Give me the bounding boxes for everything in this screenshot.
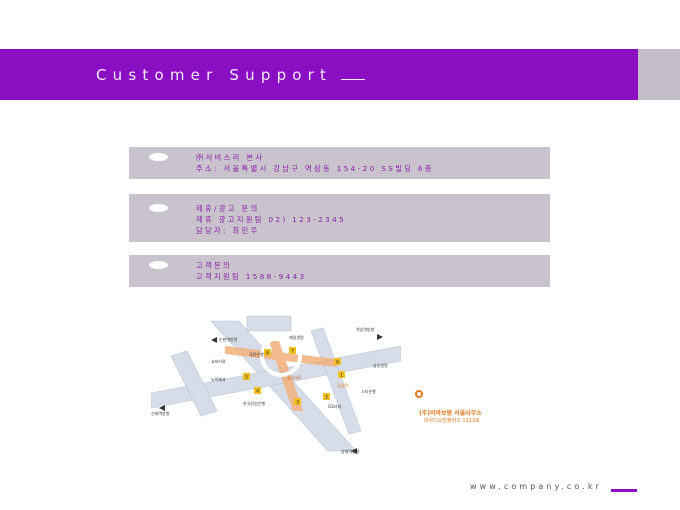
office-name-label: (주)비바보람 서울사무소 — [419, 410, 482, 417]
direction-arrows — [159, 334, 383, 454]
page-title: Customer Support — [96, 66, 333, 84]
map-label-landmark-6: GS타워 — [328, 403, 341, 409]
road-north-block — [246, 315, 292, 332]
map-label-landmark-7: 시티은행 — [361, 388, 376, 394]
map-marker-2 — [323, 393, 330, 400]
map-svg: 1 2 3 4 5 6 7 8 논현역방향 역삼역방향 신대역방향 양재역방향 — [150, 315, 402, 454]
map-marker-3 — [294, 398, 301, 405]
road-east — [310, 327, 362, 435]
map-number-5: 5 — [245, 375, 248, 381]
info-card-customer-service: 고객문의 고객지원팀 1588-9443 — [129, 255, 550, 287]
card-phone: 제휴 광고지원팀 02) 123-2345 — [196, 215, 347, 224]
bullet-icon — [149, 153, 168, 161]
header-band — [0, 49, 638, 100]
map-number-2: 2 — [325, 395, 328, 401]
office-location-icon — [415, 390, 423, 398]
bullet-icon — [149, 204, 168, 212]
map-marker-7 — [289, 347, 296, 354]
map-number-6: 6 — [336, 360, 339, 366]
card-heading: 제휴/광고 문의 — [196, 204, 260, 213]
info-card-headquarters: ㈜서비스리 본사 주소: 서울특별시 강남구 역삼동 154-20 SS빌딩 6… — [129, 147, 550, 179]
roundabout — [260, 335, 302, 377]
card-contact-person: 담당자: 최민우 — [196, 226, 260, 235]
card-heading: 고객문의 — [196, 261, 233, 270]
office-address-label: 대우디오빌플러스 1213호 — [424, 418, 480, 424]
location-map: 1 2 3 4 5 6 7 8 논현역방향 역삼역방향 신대역방향 양재역방향 — [150, 301, 402, 455]
map-label-west: 신대역방향 — [151, 410, 170, 416]
map-label-landmark-9: 삼성생명 — [373, 362, 388, 368]
arrow-east-icon — [377, 334, 383, 340]
map-label-landmark-8: 강남역 — [337, 382, 348, 388]
card-address: 주소: 서울특별시 강남구 역삼동 154-20 SS빌딩 6층 — [196, 164, 434, 173]
map-marker-5 — [243, 373, 250, 380]
map-number-4: 4 — [256, 389, 259, 395]
map-number-7: 7 — [291, 349, 294, 355]
title-underline — [341, 79, 365, 80]
bullet-icon — [149, 261, 168, 269]
map-label-north: 논현역방향 — [219, 336, 238, 342]
arrow-north-icon — [211, 337, 217, 343]
map-marker-4 — [254, 387, 261, 394]
map-markers — [243, 347, 345, 405]
map-label-landmark-5: 뉴욕제과 — [211, 376, 226, 382]
map-label-landmark-3: 교보타워 — [211, 358, 226, 364]
map-marker-1 — [338, 371, 345, 378]
map-label-south: 양재역방향 — [341, 448, 360, 454]
map-label-landmark-2: 국민은행 — [249, 351, 264, 357]
map-label-east: 역삼역방향 — [356, 326, 375, 332]
arrow-south-icon — [351, 448, 357, 454]
header-side-block — [638, 49, 680, 100]
footer-url[interactable]: www.company.co.kr — [470, 482, 603, 491]
map-label-center-road: 강남대로 — [287, 374, 302, 380]
map-label-landmark-4: 한국산업은행 — [243, 400, 265, 406]
arrow-west-icon — [159, 405, 165, 411]
map-number-8: 8 — [266, 351, 269, 357]
map-marker-6 — [334, 358, 341, 365]
card-heading: ㈜서비스리 본사 — [196, 153, 265, 162]
map-marker-8 — [264, 349, 271, 356]
card-phone: 고객지원팀 1588-9443 — [196, 272, 307, 281]
map-label-landmark-1: 제일생명 — [289, 334, 304, 340]
footer-accent-bar — [611, 489, 637, 492]
info-card-partnership: 제휴/광고 문의 제휴 광고지원팀 02) 123-2345 담당자: 최민우 — [129, 194, 550, 242]
map-number-3: 3 — [296, 400, 299, 406]
map-number-1: 1 — [340, 373, 343, 379]
road-west — [170, 350, 218, 417]
